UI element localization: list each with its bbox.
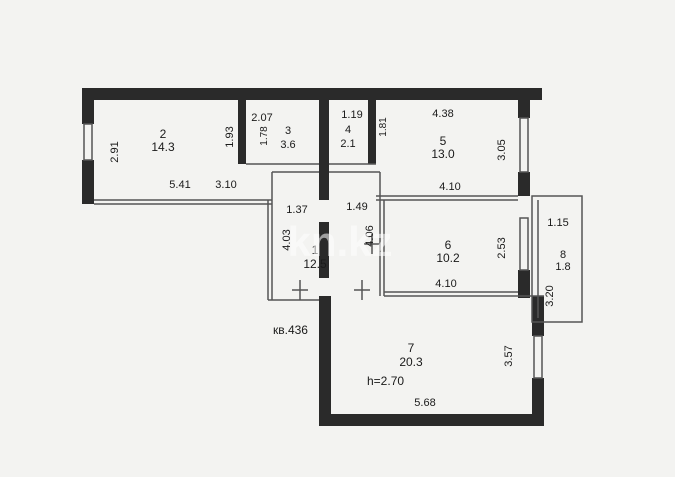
room-dimension: 3.05	[496, 139, 508, 160]
window-r5	[519, 117, 529, 173]
balcony-outline	[531, 195, 583, 323]
wall-r2-r3	[238, 100, 246, 164]
room-dimension: 3.57	[503, 345, 515, 366]
room-dimension: 4.03	[281, 229, 293, 250]
wall-right-upper	[518, 88, 530, 118]
room-dimension: 1.93	[224, 126, 236, 147]
room-dimension: 5.41	[169, 179, 190, 191]
wall-corridor-mid	[319, 222, 329, 278]
wall-r3-r4	[319, 100, 329, 200]
wall-r7-bottom	[319, 414, 544, 426]
room-dimension: 1.49	[346, 201, 367, 213]
room-dimension: 3.20	[544, 285, 556, 306]
room-dimension: 5.68	[414, 397, 435, 409]
wall-right-mid	[518, 172, 530, 196]
room-area: 3.6	[280, 139, 295, 151]
room-7: 7 20.3 3.57 5.68	[399, 341, 515, 409]
room-dimension: 4.38	[432, 108, 453, 120]
wall-r7-right-lower	[532, 378, 544, 426]
room-dimension: 1.78	[259, 126, 270, 146]
wall-r7-left	[319, 296, 331, 426]
room-dimension: 4.06	[364, 225, 376, 246]
window-r7	[533, 335, 543, 379]
room-4: 1.19 4 2.1 1.81	[340, 109, 389, 150]
room-number: 8	[560, 249, 566, 261]
wall-r4-r5	[368, 100, 376, 164]
room-number: 5	[440, 134, 447, 148]
room-dimension: 2.07	[251, 112, 272, 124]
room-1: 1.37 1.49 4.03 4.06 1 12.5	[281, 201, 376, 271]
room-dimension: 4.10	[439, 181, 460, 193]
room-dimension: 4.10	[435, 278, 456, 290]
ceiling-height: h=2.70	[367, 374, 404, 388]
apartment-label: кв.436	[273, 323, 308, 337]
room-number: 4	[345, 124, 351, 136]
thin-lines	[83, 117, 583, 379]
room-3: 2.07 1.78 3 3.6	[251, 112, 295, 151]
room-5: 4.38 5 13.0 3.05 4.10	[431, 108, 508, 193]
room-number: 6	[445, 238, 452, 252]
room-2: 2 14.3 2.91 1.93 5.41 3.10	[109, 126, 237, 191]
room-dimension: 3.10	[215, 179, 236, 191]
room-dimension: 2.53	[496, 237, 508, 258]
room-number: 1	[312, 243, 319, 257]
room-number: 7	[408, 341, 415, 355]
wall-left-upper	[82, 88, 94, 124]
room-area: 20.3	[399, 355, 423, 369]
window-r6	[519, 217, 529, 271]
room-number: 3	[285, 125, 291, 137]
room-6: 6 10.2 2.53 4.10	[435, 237, 508, 290]
room-area: 13.0	[431, 147, 455, 161]
room-area: 1.8	[555, 261, 570, 273]
room-area: 12.5	[303, 257, 327, 271]
room-area: 2.1	[340, 138, 355, 150]
room-number: 2	[160, 127, 167, 141]
room-8: 1.15 8 1.8 3.20	[544, 217, 571, 307]
watermark: kn.kz	[287, 218, 392, 265]
room-area: 14.3	[151, 140, 175, 154]
room-dimension: 1.37	[286, 204, 307, 216]
window-r2	[83, 123, 93, 161]
wall-r6-right	[518, 270, 530, 298]
room-dimension: 2.91	[109, 141, 121, 162]
room-area: 10.2	[436, 251, 460, 265]
wall-top	[82, 88, 542, 100]
room-dimension: 1.81	[378, 117, 389, 137]
wall-left-lower	[82, 160, 94, 204]
room-dimension: 1.15	[547, 217, 568, 229]
room-dimension: 1.19	[341, 109, 362, 121]
